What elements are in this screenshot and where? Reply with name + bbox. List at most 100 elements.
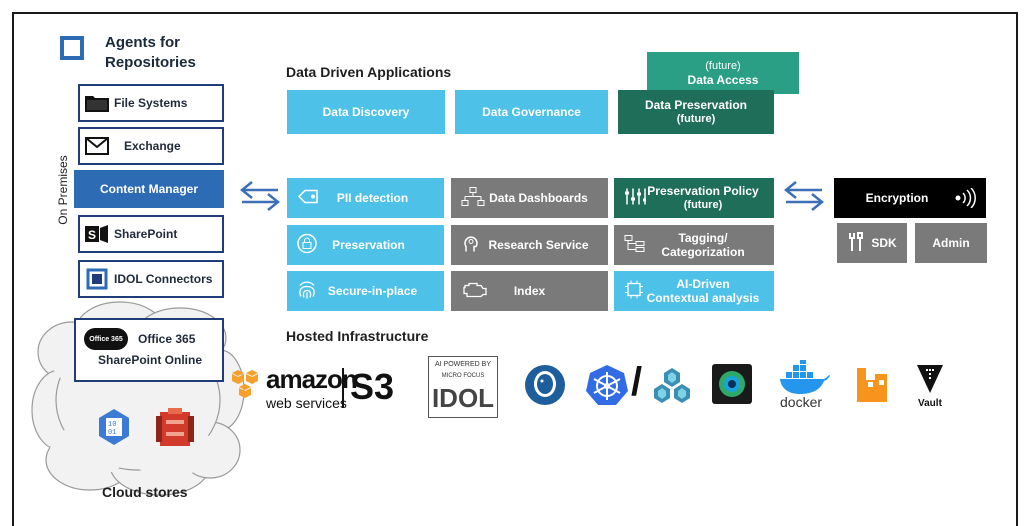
repo-label: IDOL Connectors [114, 272, 213, 286]
tile-secure-in-place[interactable]: Secure-in-place [287, 271, 444, 311]
aws-cube-icon [230, 368, 266, 407]
data-preservation-future: (future) [676, 113, 716, 125]
dashboards-label: Data Dashboards [489, 191, 588, 205]
wrench-icon [847, 231, 865, 256]
slash-separator: / [631, 360, 643, 404]
tile-data-governance[interactable]: Data Governance [455, 90, 608, 134]
engine-icon [461, 281, 487, 302]
policy-label: Preservation Policy [647, 184, 759, 198]
search-engine-icon [712, 364, 752, 409]
office-badge-text: Office 365 [89, 335, 123, 343]
data-access-future: (future) [705, 60, 741, 72]
data-access-label: Data Access [687, 73, 759, 87]
on-premises-label: On Premises [56, 155, 70, 225]
data-discovery-label: Data Discovery [322, 105, 410, 119]
orange-blocks-icon [855, 366, 889, 409]
kubernetes-icon [585, 363, 629, 412]
tile-pii-detection[interactable]: PII detection [287, 178, 444, 218]
tile-encryption[interactable]: Encryption [834, 178, 986, 218]
idol-connector-icon [80, 268, 114, 290]
sharepoint-online-label: SharePoint Online [98, 353, 203, 367]
repo-label: Exchange [124, 139, 181, 153]
divider [342, 368, 344, 408]
repo-sharepoint[interactable]: S SharePoint [78, 215, 224, 253]
tile-data-discovery[interactable]: Data Discovery [287, 90, 445, 134]
repo-label: SharePoint [114, 227, 178, 241]
apps-heading: Data Driven Applications [286, 64, 452, 80]
envelope-icon [80, 137, 114, 155]
tile-preservation-policy[interactable]: Preservation Policy (future) [614, 178, 774, 218]
repo-idol-connectors[interactable]: IDOL Connectors [78, 260, 224, 298]
svg-text:01: 01 [108, 429, 116, 437]
aws-s3-logo: amazon web services S3 [230, 364, 405, 424]
sdk-label: SDK [871, 236, 897, 250]
pii-label: PII detection [336, 191, 409, 205]
tile-tagging[interactable]: Tagging/ Categorization [614, 225, 774, 265]
infra-heading: Hosted Infrastructure [286, 328, 429, 344]
postgresql-icon [524, 364, 566, 411]
signal-icon [952, 187, 976, 211]
sharepoint-icon: S [80, 223, 114, 245]
bidirectional-arrows-icon [238, 178, 282, 219]
categorization-label: Categorization [661, 245, 745, 259]
agents-logo-icon [60, 36, 84, 60]
repo-content-manager[interactable]: Content Manager [74, 170, 224, 208]
agents-title-line2: Repositories [105, 54, 196, 71]
s3-wordmark: S3 [350, 366, 395, 407]
cloud-stores-label: Cloud stores [102, 484, 188, 500]
policy-future: (future) [683, 199, 723, 211]
office365-cloud-icon: Office 365 [84, 328, 128, 350]
aws-s3-bucket-icon [154, 406, 196, 455]
folder-icon [80, 93, 114, 113]
webservices-wordmark: web services [266, 395, 347, 411]
ai-powered-text: AI POWERED BY [434, 361, 491, 368]
fingerprint-icon [297, 279, 317, 304]
tagging-label: Tagging/ [678, 231, 728, 245]
tile-data-dashboards[interactable]: Data Dashboards [451, 178, 608, 218]
docker-whale-icon [776, 358, 832, 399]
repo-file-systems[interactable]: File Systems [78, 84, 224, 122]
hexagon-cluster-icon [652, 366, 692, 411]
chip-icon [624, 280, 644, 303]
data-preservation-label: Data Preservation [644, 98, 748, 112]
bidirectional-arrows-right-icon [782, 178, 826, 219]
tile-admin[interactable]: Admin [915, 223, 987, 263]
office365-label: Office 365 [138, 332, 196, 346]
research-label: Research Service [488, 238, 589, 252]
idol-wordmark: IDOL [431, 383, 495, 413]
tile-index[interactable]: Index [451, 271, 608, 311]
svg-text:10: 10 [108, 421, 116, 429]
vault-triangle-icon [916, 364, 944, 399]
svg-text:S: S [88, 228, 96, 242]
tile-research-service[interactable]: Research Service [451, 225, 608, 265]
tile-data-preservation[interactable]: Data Preservation (future) [618, 90, 774, 134]
tile-sdk[interactable]: SDK [837, 223, 907, 263]
office365-box[interactable]: Office 365 Office 365 SharePoint Online [74, 318, 224, 382]
encryption-label: Encryption [865, 191, 929, 205]
lock-icon [297, 233, 317, 257]
tile-preservation[interactable]: Preservation [287, 225, 444, 265]
agents-title-line1: Agents for [105, 34, 180, 51]
data-governance-label: Data Governance [482, 105, 581, 119]
repo-label: Content Manager [99, 182, 198, 196]
hierarchy-icon [624, 234, 646, 257]
ai-label: AI-Driven [676, 277, 730, 291]
index-label: Index [513, 284, 546, 298]
tag-icon [297, 189, 319, 208]
outer-frame [12, 12, 1018, 526]
contextual-label: Contextual analysis [646, 291, 760, 305]
vault-wordmark: Vault [918, 398, 942, 409]
repo-exchange[interactable]: Exchange [78, 127, 224, 165]
idol-logo: AI POWERED BY MICRO FOCUS IDOL [428, 356, 498, 418]
sliders-icon [624, 187, 646, 210]
repo-label: File Systems [114, 96, 188, 110]
docker-wordmark: docker [780, 394, 823, 410]
preservation-label: Preservation [332, 238, 405, 252]
admin-label: Admin [932, 236, 970, 250]
micro-focus-text: MICRO FOCUS [441, 373, 485, 379]
head-icon [461, 234, 481, 257]
network-icon [461, 187, 485, 210]
tile-ai-driven[interactable]: AI-Driven Contextual analysis [614, 271, 774, 311]
tile-data-access[interactable]: (future) Data Access [647, 52, 799, 94]
